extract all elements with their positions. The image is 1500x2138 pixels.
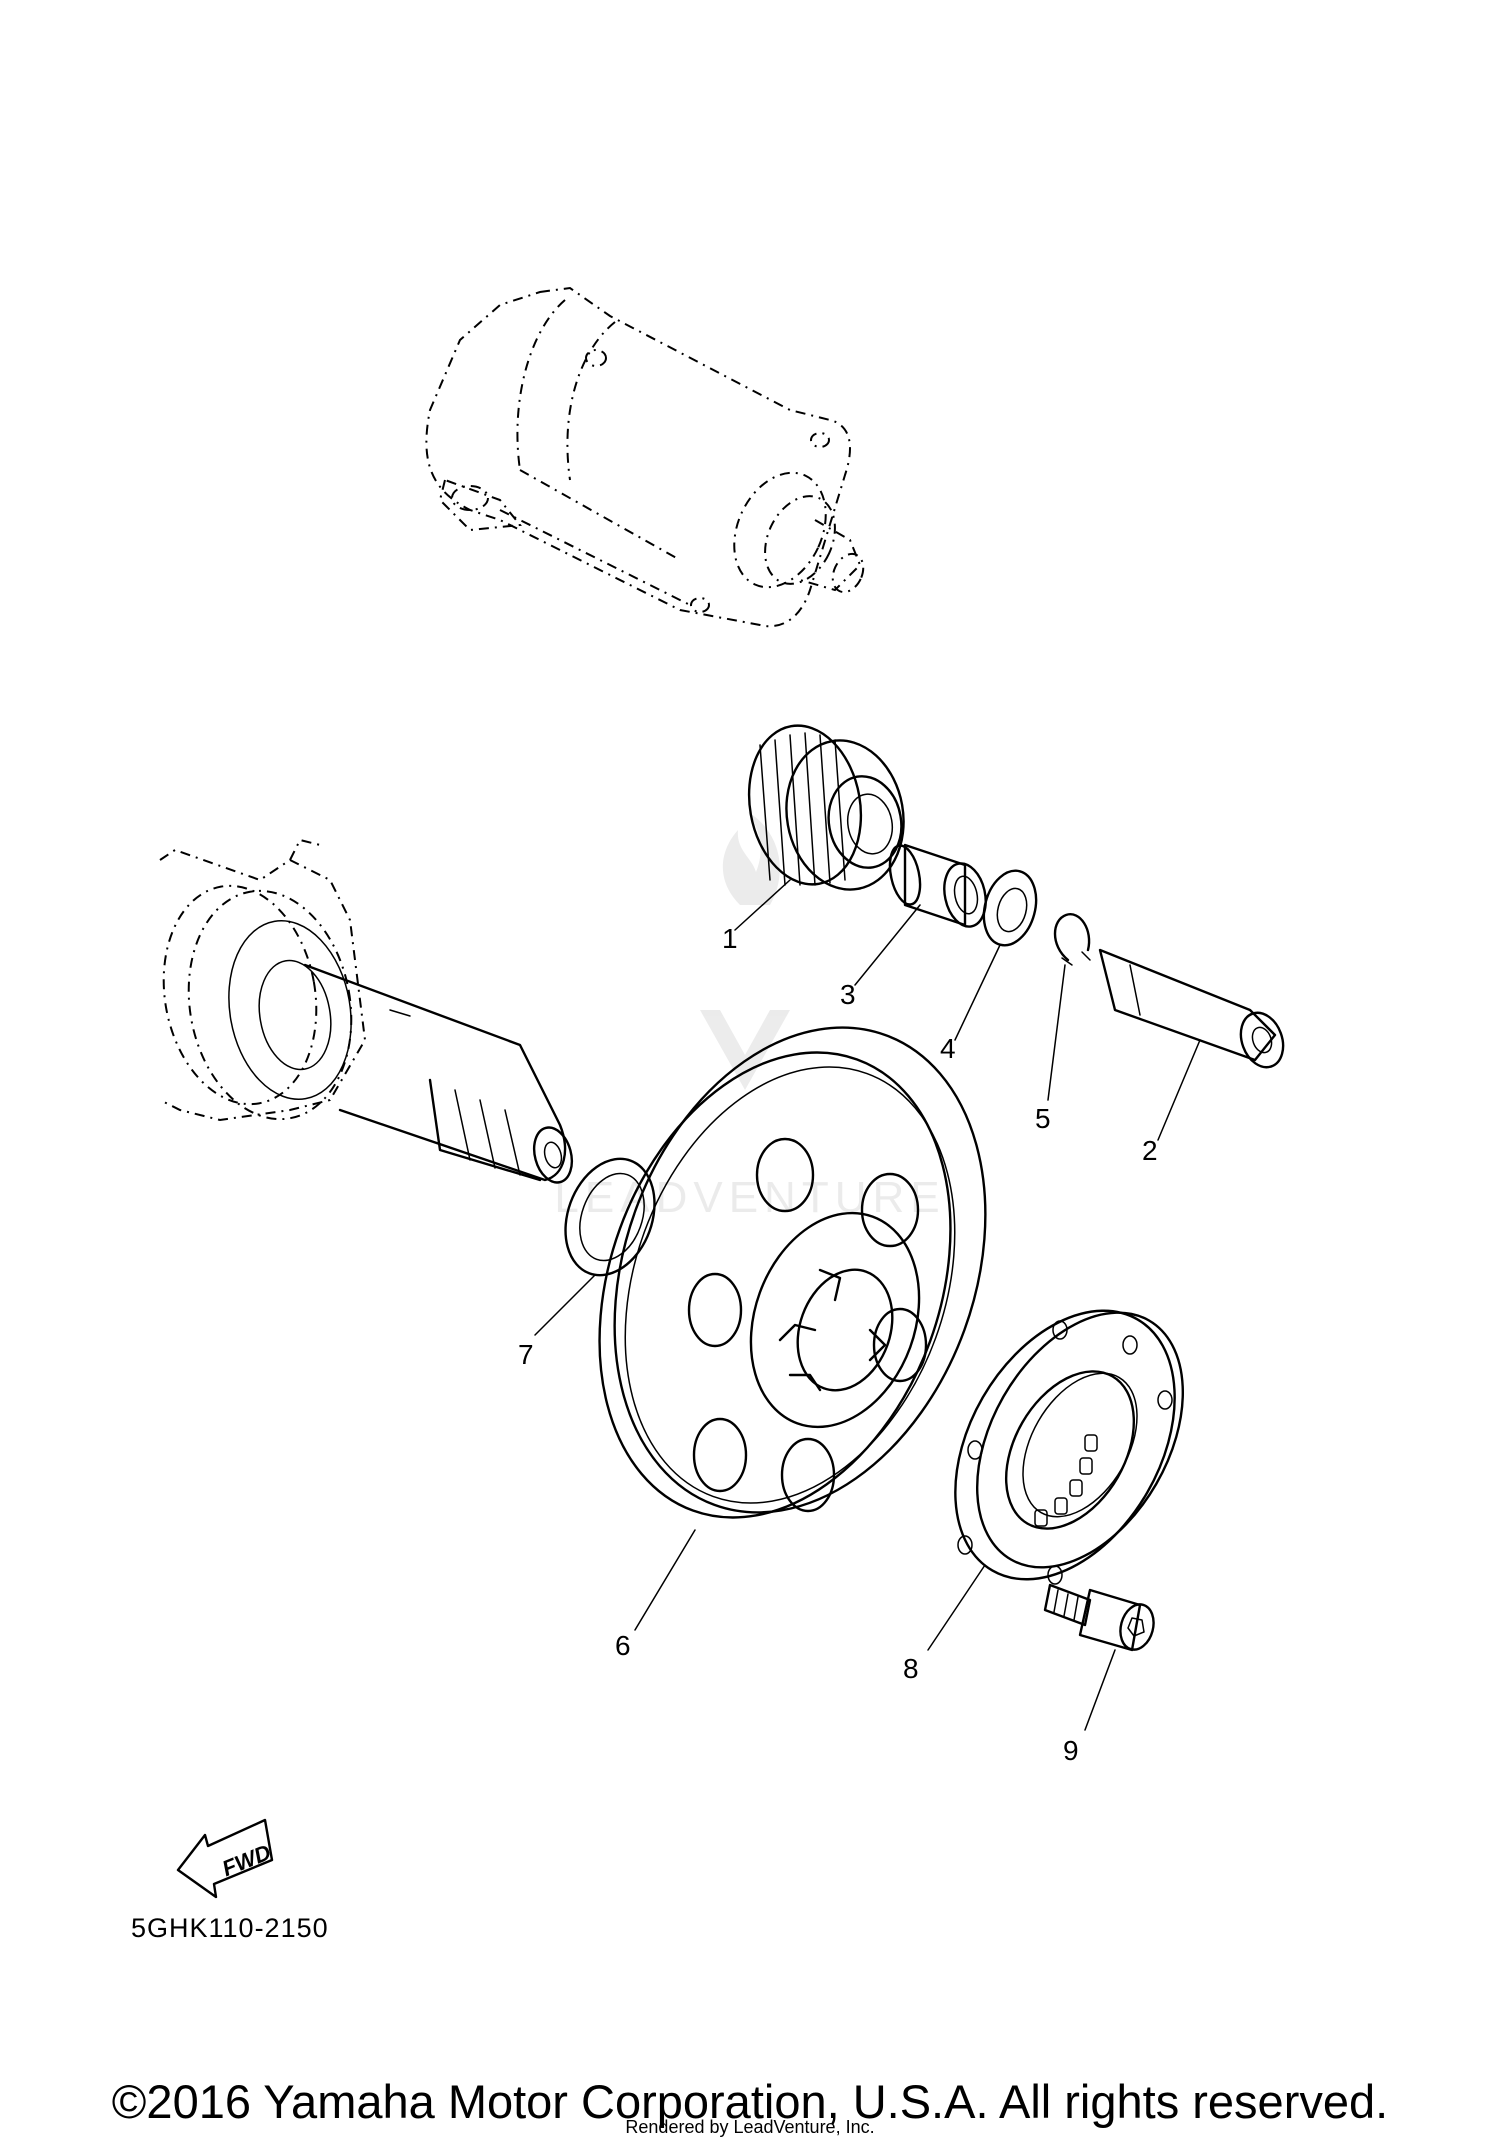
callout-9: 9 <box>1063 1735 1079 1766</box>
leader-lines <box>534 879 1201 1731</box>
callout-2: 2 <box>1142 1135 1158 1166</box>
callout-7: 7 <box>518 1339 534 1370</box>
fwd-arrow-icon: FWD <box>176 1818 274 1899</box>
circlip-part-5 <box>1053 913 1091 966</box>
callout-4: 4 <box>940 1033 956 1064</box>
callout-6: 6 <box>615 1630 631 1661</box>
callout-3: 3 <box>840 979 856 1010</box>
starter-motor <box>425 286 865 628</box>
callout-8: 8 <box>903 1653 919 1684</box>
leadventure-watermark: LEADVENTURE <box>554 812 945 1222</box>
needle-bearing-part-3 <box>888 843 987 928</box>
bolt-part-9 <box>1043 1583 1155 1652</box>
callout-1: 1 <box>722 923 738 954</box>
callout-5: 5 <box>1035 1103 1051 1134</box>
one-way-clutch-part-8 <box>954 1309 1185 1585</box>
wheel-gear-part-6 <box>598 1026 987 1519</box>
callout-labels: 1 2 3 4 5 6 7 8 9 <box>518 923 1158 1766</box>
idle-gear-part-1 <box>747 724 905 891</box>
svg-text:LEADVENTURE: LEADVENTURE <box>554 1173 945 1222</box>
diagram-code: 5GHK110-2150 <box>131 1913 329 1943</box>
crankshaft <box>159 838 574 1184</box>
shaft-part-2 <box>1098 948 1285 1069</box>
copyright-notice: ©2016 Yamaha Motor Corporation, U.S.A. A… <box>111 2075 1389 2128</box>
washer-part-7 <box>564 1157 656 1277</box>
rendered-by-notice: Rendered by LeadVenture, Inc. <box>625 2117 875 2137</box>
